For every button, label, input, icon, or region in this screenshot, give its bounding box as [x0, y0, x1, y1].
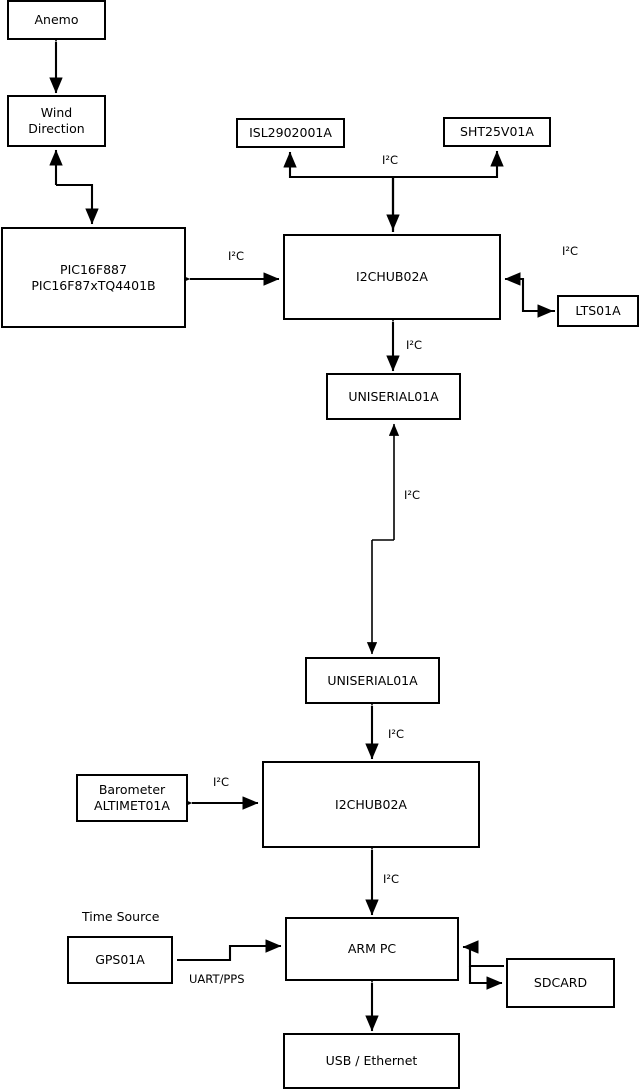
node-isl2902001a-label: ISL2902001A	[249, 125, 332, 140]
connector-armpc-sdcard	[468, 966, 503, 990]
node-uniserial01a-lower[interactable]: UNISERIAL01A	[305, 657, 440, 704]
connector-lts-hubtop	[504, 272, 555, 313]
node-pic-mcu-label: PIC16F887 PIC16F87xTQ4401B	[31, 261, 156, 293]
node-sdcard-label: SDCARD	[533, 975, 588, 990]
node-i2chub02a-bottom-label: I2CHUB02A	[335, 796, 407, 812]
node-i2chub02a-bottom[interactable]: I2CHUB02A	[262, 761, 480, 848]
node-usb-ethernet-label: USB / Ethernet	[325, 1053, 418, 1068]
connector-hubtop-sht	[391, 150, 504, 232]
edge-label-i2c-uniserial-hub: I²C	[388, 727, 405, 741]
node-barometer[interactable]: Barometer ALTIMET01A	[76, 774, 188, 822]
edge-label-i2c-hub-armpc: I²C	[383, 872, 400, 886]
node-isl2902001a[interactable]: ISL2902001A	[236, 118, 345, 148]
node-usb-ethernet[interactable]: USB / Ethernet	[283, 1033, 460, 1089]
node-sht25v01a[interactable]: SHT25V01A	[443, 117, 551, 147]
node-anemo-label: Anemo	[34, 12, 79, 27]
node-sht25v01a-label: SHT25V01A	[460, 124, 534, 139]
edge-label-i2c-pic-hub: I²C	[228, 249, 245, 263]
edge-label-uart-pps: UART/PPS	[189, 972, 245, 986]
edge-label-i2c-hub-uniserial: I²C	[406, 338, 423, 352]
node-barometer-label: Barometer ALTIMET01A	[94, 782, 170, 813]
node-uniserial01a-upper[interactable]: UNISERIAL01A	[326, 373, 461, 420]
node-uniserial01a-lower-label: UNISERIAL01A	[327, 672, 418, 688]
connector-wind-pic	[56, 183, 99, 225]
node-sdcard[interactable]: SDCARD	[506, 958, 615, 1008]
edge-label-i2c-lts: I²C	[562, 244, 579, 258]
node-wind-direction[interactable]: Wind Direction	[7, 95, 106, 147]
label-time-source: Time Source	[82, 909, 160, 924]
node-lts01a[interactable]: LTS01A	[557, 295, 639, 327]
node-arm-pc-label: ARM PC	[347, 941, 397, 956]
connector-gps-armpc	[177, 939, 282, 962]
node-i2chub02a-top-label: I2CHUB02A	[356, 269, 428, 284]
node-wind-direction-label: Wind Direction	[28, 105, 85, 136]
node-gps01a[interactable]: GPS01A	[67, 936, 173, 984]
edge-label-i2c-sensors: I²C	[382, 153, 399, 167]
node-lts01a-label: LTS01A	[575, 303, 621, 318]
node-i2chub02a-top[interactable]: I2CHUB02A	[283, 234, 501, 320]
node-arm-pc[interactable]: ARM PC	[285, 917, 459, 981]
node-uniserial01a-upper-label: UNISERIAL01A	[348, 388, 439, 404]
edge-label-i2c-barometer: I²C	[213, 775, 230, 789]
connector-sdcard-armpc	[462, 940, 504, 968]
edge-label-i2c-uniserial-link: I²C	[404, 488, 421, 502]
node-gps01a-label: GPS01A	[95, 952, 145, 967]
connector-hubtop-isl	[283, 151, 395, 232]
node-pic-mcu[interactable]: PIC16F887 PIC16F87xTQ4401B	[1, 227, 186, 328]
node-anemo[interactable]: Anemo	[7, 0, 106, 40]
